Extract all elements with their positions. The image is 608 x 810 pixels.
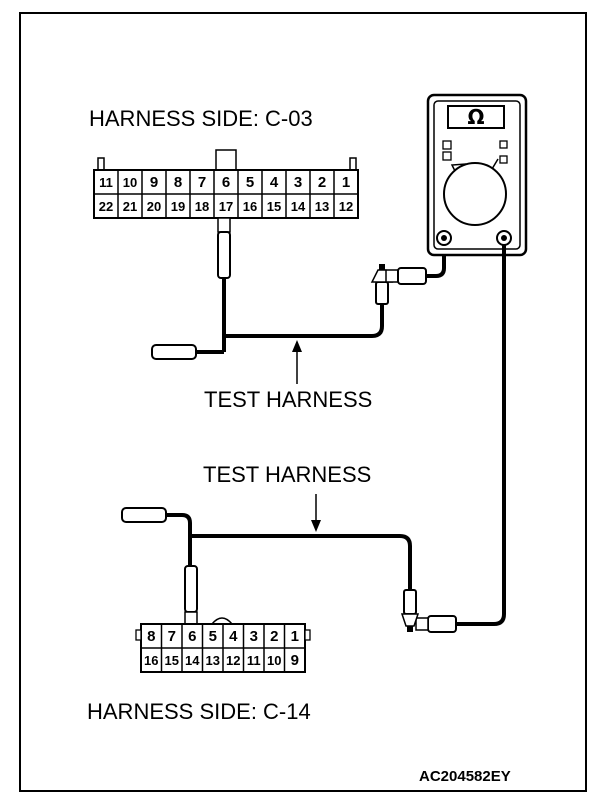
test-harness-lower-arrow	[311, 494, 321, 532]
lower-harness-loose-end	[121, 507, 167, 523]
pin-label-11: 11	[99, 175, 113, 190]
ohmmeter-dial	[443, 162, 507, 226]
meter-lead-left	[426, 240, 446, 278]
pin-label-13: 13	[206, 653, 220, 668]
pin-label-12: 12	[226, 653, 240, 668]
pin-label-10: 10	[267, 653, 281, 668]
upper-test-harness-wire	[196, 278, 384, 354]
pin-label-7: 7	[198, 174, 206, 191]
figure-frame	[19, 12, 587, 792]
meter-lead-plug-right	[415, 615, 457, 633]
pin-label-5: 5	[246, 174, 254, 191]
pin-label-11: 11	[247, 653, 261, 668]
meter-lead-right	[456, 245, 506, 626]
pin-label-14: 14	[185, 653, 200, 668]
pin-label-5: 5	[209, 628, 217, 645]
pin-label-18: 18	[195, 199, 209, 214]
pin-label-16: 16	[144, 653, 158, 668]
pin-label-3: 3	[294, 174, 302, 191]
pin-label-4: 4	[229, 628, 238, 645]
pin-label-15: 15	[267, 199, 281, 214]
pin-label-20: 20	[147, 199, 161, 214]
probe-bottom-connector	[184, 565, 198, 625]
connector-bottom-key	[211, 617, 233, 625]
lower-harness-clip	[400, 589, 420, 632]
pin-label-15: 15	[165, 653, 179, 668]
upper-harness-loose-end	[151, 344, 197, 360]
ohmmeter: Ω	[426, 93, 528, 257]
meter-lead-plug-left	[385, 267, 427, 285]
pin-label-12: 12	[339, 199, 353, 214]
pin-label-19: 19	[171, 199, 185, 214]
test-harness-lower-label: TEST HARNESS	[203, 462, 371, 487]
figure-code: AC204582EY	[419, 768, 511, 785]
pin-label-2: 2	[318, 174, 326, 191]
pin-label-6: 6	[188, 628, 196, 645]
probe-top-connector	[217, 217, 231, 279]
pin-label-8: 8	[174, 174, 182, 191]
test-harness-upper-label: TEST HARNESS	[204, 387, 372, 412]
pin-label-14: 14	[291, 199, 306, 214]
test-harness-upper-arrow	[292, 340, 302, 384]
pin-label-13: 13	[315, 199, 329, 214]
pin-label-1: 1	[342, 174, 350, 191]
pin-label-9: 9	[291, 652, 299, 669]
pin-label-22: 22	[99, 199, 113, 214]
pin-label-6: 6	[222, 174, 230, 191]
pin-label-7: 7	[168, 628, 176, 645]
pin-label-8: 8	[147, 628, 155, 645]
connector-top-key	[215, 149, 237, 171]
pin-label-4: 4	[270, 174, 279, 191]
lower-test-harness-wire	[166, 513, 412, 592]
pin-label-17: 17	[219, 199, 233, 214]
pin-label-16: 16	[243, 199, 257, 214]
pin-label-2: 2	[270, 628, 278, 645]
pin-label-9: 9	[150, 174, 158, 191]
pin-label-21: 21	[123, 199, 137, 214]
ohmmeter-display	[447, 105, 505, 129]
connector-top-title: HARNESS SIDE: C-03	[89, 106, 313, 131]
ohm-symbol: Ω	[467, 105, 484, 129]
connector-bottom-title: HARNESS SIDE: C-14	[87, 699, 311, 724]
pin-label-1: 1	[291, 628, 299, 645]
pin-label-10: 10	[123, 175, 137, 190]
pin-label-3: 3	[250, 628, 258, 645]
